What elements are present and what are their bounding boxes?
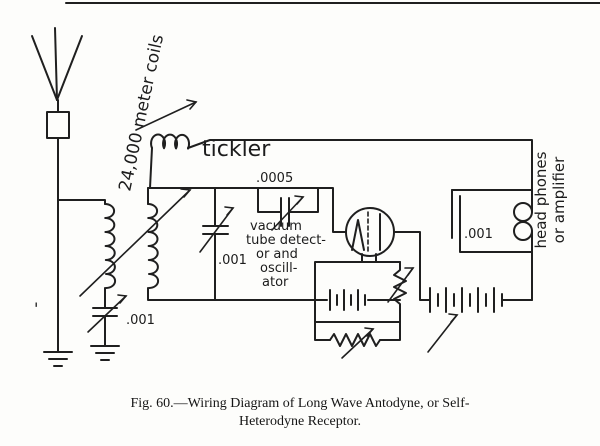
svg-text:vacuum: vacuum [250,219,302,234]
tube-label: vacuum tube detect- or and oscill- ator [246,219,326,290]
primary-top-lead [57,199,106,205]
plate-lead [393,231,431,301]
secondary-coil [147,202,160,289]
filament-circuit-box [314,261,415,323]
coil-arrow-icon [79,188,192,297]
tickler-left-lead [149,147,153,189]
phones-label-line1: head phones [532,151,550,248]
tickler-label: tickler [202,137,271,162]
meter-coils-label: 24,000 meter coils [115,33,168,193]
phone-cap-label: .001 [464,227,493,242]
ground-icon [90,345,120,361]
stray-mark: ' [34,299,38,318]
svg-text:tube detect-: tube detect- [246,233,326,248]
b-battery [429,287,533,313]
phones-label-line2: or amplifier [550,156,568,243]
ground-icon [43,351,73,367]
a-battery [314,289,401,311]
svg-text:ator: ator [262,275,289,290]
headphones-icon [513,202,533,241]
tuning-cap-label: .001 [218,253,247,268]
antenna-cap-label: .001 [126,313,155,328]
phone-condenser [451,189,533,253]
bottom-rail [147,287,316,301]
tickler-arrow-icon [135,99,198,131]
grid-lead [317,187,347,233]
tuning-variable-capacitor [199,206,235,253]
potentiometer [314,321,401,359]
series-condenser [46,111,70,139]
figure-caption: Fig. 60.—Wiring Diagram of Long Wave Ant… [130,396,469,429]
caption-line-1: Fig. 60.—Wiring Diagram of Long Wave Ant… [130,396,469,411]
grid-condenser [257,187,319,231]
grid-cap-label: .0005 [256,171,293,186]
svg-text:or and: or and [256,247,298,262]
caption-line-2: Heterodyne Receptor. [239,414,361,429]
top-wire [187,139,533,213]
primary-coil [104,202,117,289]
vacuum-tube [345,207,395,257]
b-battery-arrow-icon [427,313,459,353]
svg-text:oscill-: oscill- [260,261,298,276]
rheostat [393,261,407,323]
antenna-icon [31,27,83,113]
antenna-variable-capacitor [87,294,128,333]
tickler-coil [150,133,191,150]
